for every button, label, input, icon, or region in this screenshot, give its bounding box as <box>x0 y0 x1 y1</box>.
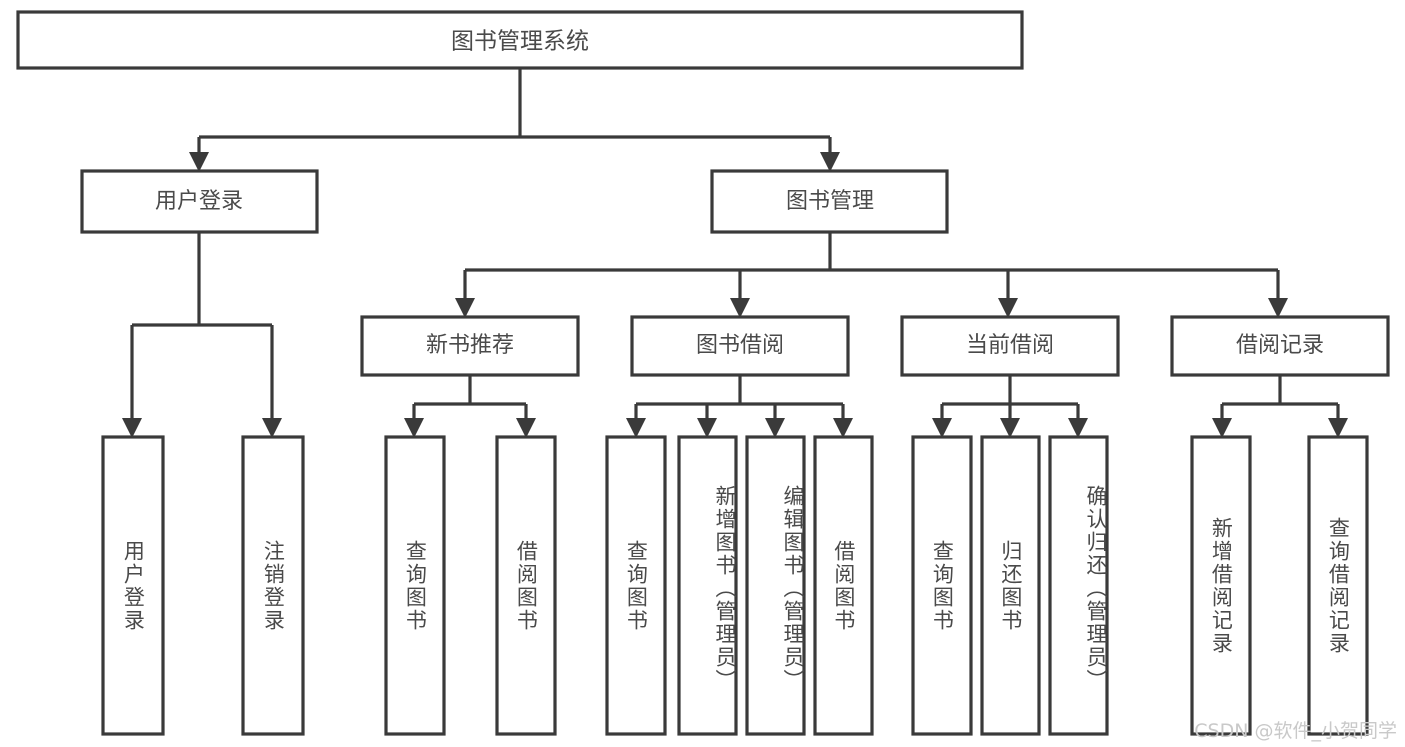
node-root[interactable]: 图书管理系统 <box>16 10 1024 70</box>
arrow-current-icon <box>998 298 1018 318</box>
arrow-leaf-6-icon <box>697 418 717 438</box>
arrow-record-icon <box>1268 298 1288 318</box>
node-book-borrow-box[interactable] <box>630 315 850 377</box>
leaf-box-13[interactable] <box>1307 435 1369 736</box>
leaf-box-1[interactable] <box>101 435 165 736</box>
leaf-box-5[interactable] <box>605 435 667 736</box>
leaf-box-3[interactable] <box>384 435 446 736</box>
node-new-book-recommend-box[interactable] <box>360 315 580 377</box>
arrow-new-book-icon <box>455 298 475 318</box>
arrowhead-group <box>122 152 1348 438</box>
arrow-borrow-icon <box>730 298 750 318</box>
leaf-box-12[interactable] <box>1190 435 1252 736</box>
csdn-watermark: CSDN @软件_小贺同学 <box>1194 720 1397 742</box>
arrow-leaf-9-icon <box>932 418 952 438</box>
leaf-box-2[interactable] <box>241 435 305 736</box>
node-user-login[interactable]: 用户登录 <box>80 169 319 234</box>
arrow-leaf-1-icon <box>122 418 142 438</box>
node-current-borrow[interactable]: 当前借阅 <box>900 315 1120 377</box>
connector-group <box>130 68 1340 418</box>
leaf-box-9[interactable] <box>911 435 973 736</box>
arrow-leaf-4-icon <box>516 418 536 438</box>
node-new-book-recommend-label: 新书推荐 <box>426 333 514 358</box>
node-root-box[interactable] <box>16 10 1024 70</box>
node-borrow-record-label: 借阅记录 <box>1236 333 1324 358</box>
node-book-borrow[interactable]: 图书借阅 <box>630 315 850 377</box>
arrow-leaf-2-icon <box>262 418 282 438</box>
arrow-leaf-5-icon <box>626 418 646 438</box>
node-borrow-record-box[interactable] <box>1170 315 1390 377</box>
leaf-box-7[interactable] <box>745 435 806 736</box>
node-book-management-label: 图书管理 <box>786 189 874 214</box>
leaf-box-11[interactable] <box>1048 435 1109 736</box>
node-new-book-recommend[interactable]: 新书推荐 <box>360 315 580 377</box>
node-current-borrow-label: 当前借阅 <box>966 333 1054 358</box>
node-user-login-label: 用户登录 <box>155 189 243 214</box>
leaf-box-4[interactable] <box>495 435 557 736</box>
leaf-box-6[interactable] <box>677 435 738 736</box>
node-user-login-box[interactable] <box>80 169 319 234</box>
arrow-leaf-3-icon <box>404 418 424 438</box>
node-root-label: 图书管理系统 <box>451 29 589 55</box>
node-borrow-record[interactable]: 借阅记录 <box>1170 315 1390 377</box>
leaf-box-group <box>101 435 1369 736</box>
leaf-box-8[interactable] <box>813 435 874 736</box>
arrow-leaf-11-icon <box>1068 418 1088 438</box>
leaf-box-10[interactable] <box>980 435 1041 736</box>
arrow-leaf-8-icon <box>833 418 853 438</box>
arrow-leaf-13-icon <box>1328 418 1348 438</box>
arrow-leaf-7-icon <box>765 418 785 438</box>
node-book-management[interactable]: 图书管理 <box>710 169 949 234</box>
node-current-borrow-box[interactable] <box>900 315 1120 377</box>
node-book-borrow-label: 图书借阅 <box>696 333 784 358</box>
arrow-book-mgmt-icon <box>820 152 840 172</box>
node-book-management-box[interactable] <box>710 169 949 234</box>
arrow-leaf-12-icon <box>1212 418 1232 438</box>
arrow-user-login-icon <box>189 152 209 172</box>
arrow-leaf-10-icon <box>1000 418 1020 438</box>
